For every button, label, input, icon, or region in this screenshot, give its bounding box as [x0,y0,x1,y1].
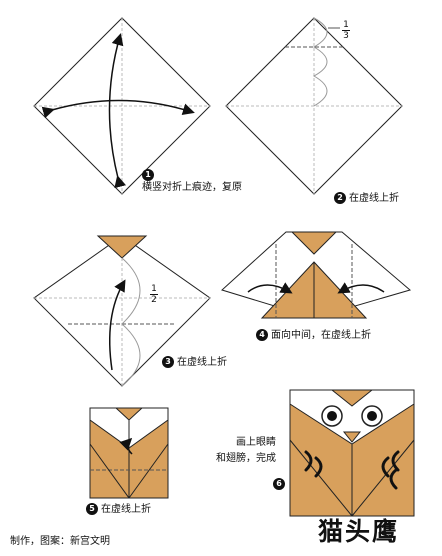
step4-badge: 4 [256,329,268,341]
owl-pupil-left [327,411,337,421]
step3-folded-tip [96,235,148,259]
owl-beak [342,431,362,443]
step1-text: 横竖对折上痕迹，复原 [142,182,242,193]
owl-pupil-right [367,411,377,421]
step3-fraction: 1 2 [148,284,160,305]
step3-arrow [108,279,126,371]
step3-fraction-num: 1 [151,284,157,294]
step1-badge: 1 [142,169,154,181]
step4-arrow-right [337,282,385,294]
page-title: 猫头鹰 [318,517,400,546]
step3-half-marks [121,257,141,387]
owl-head-tip [330,389,374,407]
owl-wing-mark-right-1 [391,450,400,472]
step4-top-tip [290,231,338,255]
step3-fraction-den: 2 [151,295,157,305]
owl-wing-mark-left-1 [304,450,313,472]
step6-diagram [289,389,415,517]
step3-badge: 3 [162,356,174,368]
step3-text: 在虚线上折 [177,357,227,368]
step2-diagram [225,17,403,195]
step4-diagram [221,231,412,319]
step1-arrow-horizontal [41,99,195,119]
step2-fraction: 1 3 [340,20,352,41]
credit-line: 制作，图案：新宫文明 [10,536,110,547]
owl-face [289,389,415,445]
step1-caption: 1 横竖对折上痕迹，复原 [142,169,242,194]
step6-badge-wrap: 6 [273,478,288,491]
step5-wing-left [89,443,130,499]
step6-text-line1: 画上眼睛 [236,437,276,448]
step6-badge: 6 [273,478,285,490]
step6-caption: 画上眼睛 和翅膀，完成 [216,435,276,467]
step5-text: 在虚线上折 [101,504,151,515]
owl-wing-line-right [351,439,415,517]
owl-wing-line-left [289,439,353,517]
step5-diagram [89,407,169,499]
step5-badge: 5 [86,503,98,515]
step5-top-tip [114,407,144,421]
step4-arrow-left [247,282,293,294]
step2-badge: 2 [334,192,346,204]
step2-text: 在虚线上折 [349,193,399,204]
step6-text-line2: 和翅膀，完成 [216,453,276,464]
step2-fraction-num: 1 [343,20,349,30]
step5-wing-right [128,443,169,499]
step2-thirds-marks [312,17,328,107]
step4-text: 面向中间，在虚线上折 [271,330,371,341]
owl-wing-mark-right-2 [381,456,390,478]
step2-fraction-den: 3 [343,31,349,41]
step1-diagram [33,17,211,195]
step3-diagram [33,235,211,387]
step5-arrow [119,437,133,455]
owl-wing-mark-left-2 [314,456,323,478]
owl-wing-mark-right-3 [389,468,398,490]
